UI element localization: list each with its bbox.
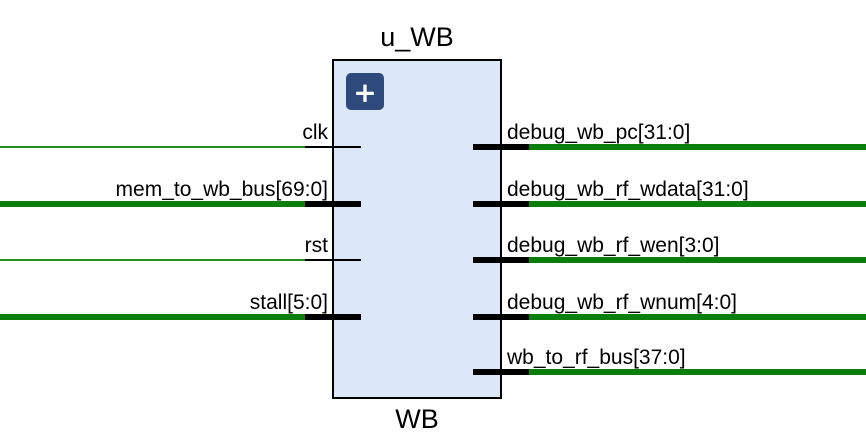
input-port-label-stall: stall[5:0] — [250, 291, 328, 314]
output-port-label-debug-wb-rf-wnum: debug_wb_rf_wnum[4:0] — [507, 291, 737, 314]
output-port-label-wb-to-rf-bus: wb_to_rf_bus[37:0] — [506, 346, 686, 369]
pins-layer — [305, 144, 529, 375]
expand-button-background — [346, 73, 384, 110]
wb-module-block[interactable] — [332, 59, 502, 399]
input-port-label-clk: clk — [302, 121, 328, 144]
output-port-label-debug-wb-pc: debug_wb_pc[31:0] — [507, 121, 690, 144]
expand-button[interactable]: + — [346, 73, 384, 110]
input-port-label-rst: rst — [305, 234, 328, 257]
block-module-name: WB — [395, 404, 439, 434]
wires-layer — [0, 144, 866, 375]
labels-layer: clk mem_to_wb_bus[69:0]rst stall[5:0] debug… — [116, 121, 749, 369]
input-port-label-mem-to-wb-bus: mem_to_wb_bus[69:0] — [116, 178, 328, 201]
output-port-label-debug-wb-rf-wdata: debug_wb_rf_wdata[31:0] — [507, 178, 749, 201]
output-port-label-debug-wb-rf-wen: debug_wb_rf_wen[3:0] — [507, 234, 720, 257]
plus-icon: + — [353, 76, 376, 109]
block-instance-name: u_WB — [380, 22, 454, 52]
